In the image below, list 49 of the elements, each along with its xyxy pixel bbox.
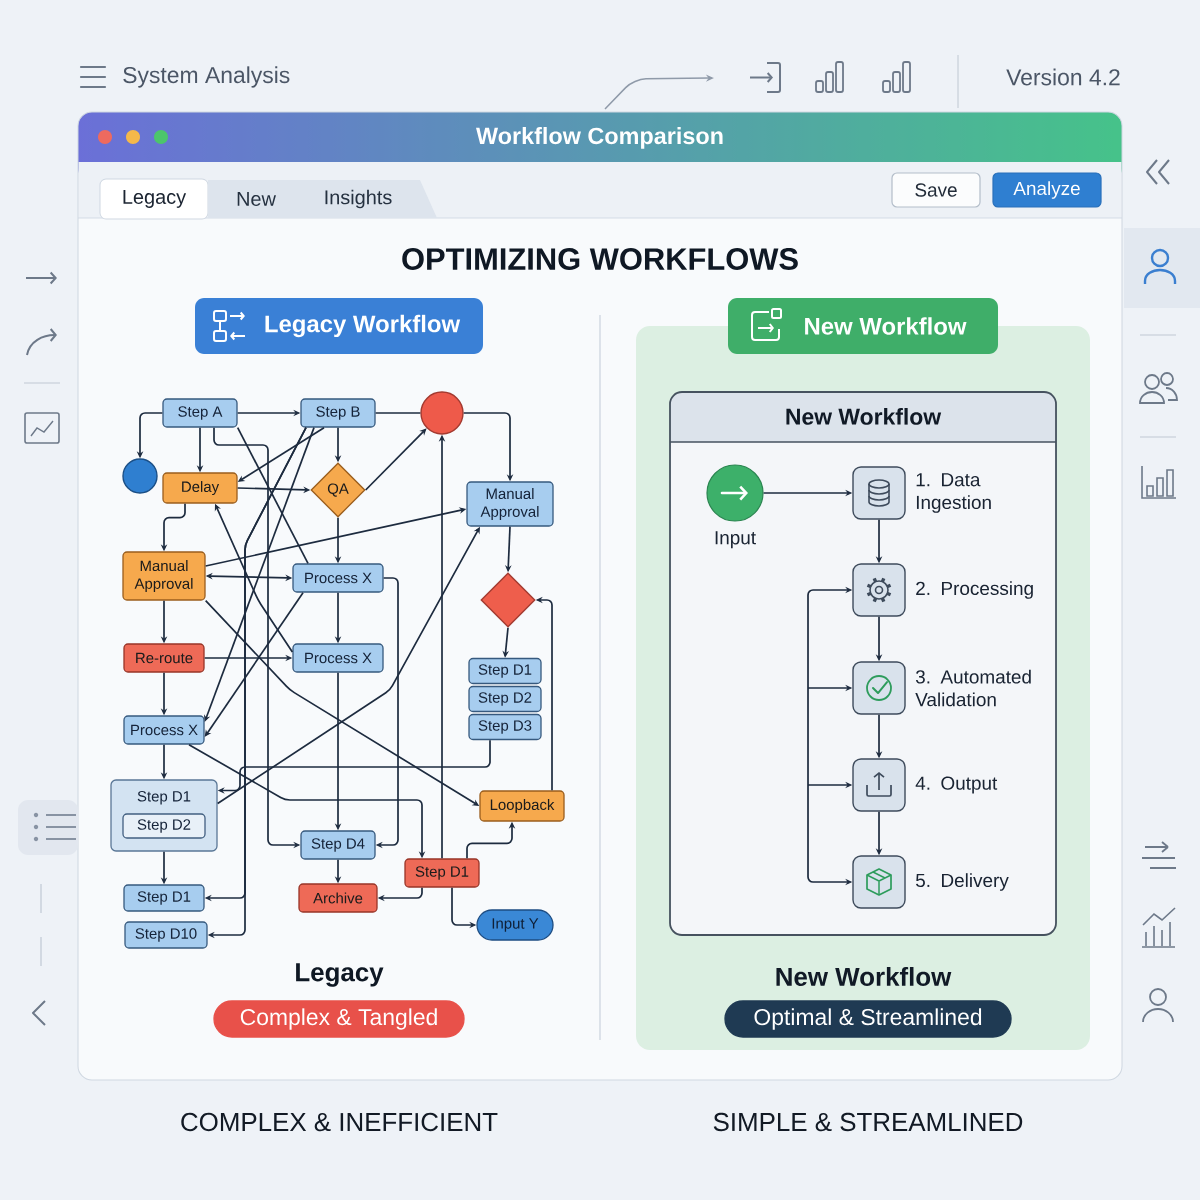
step-label: 3. Automated Validation [915, 669, 1031, 707]
arrow [364, 428, 427, 491]
process-box: Process X [123, 715, 205, 745]
status-badge: Complex & Tangled [213, 1000, 465, 1038]
process-box: Step D2 [122, 813, 206, 839]
tab: Insights [304, 180, 437, 218]
process-box: Step D2 [468, 685, 542, 713]
process-box: Archive [298, 883, 378, 913]
process-box: Re-route [123, 643, 205, 673]
process-box: Process X [292, 563, 384, 593]
step-label: 1. Data Ingestion [916, 473, 991, 513]
process-box: Manual Approval [122, 551, 206, 601]
save-button: Save [891, 172, 981, 208]
header-badge: New Workflow [728, 298, 998, 354]
decision-diamond [480, 572, 536, 628]
terminal-box: Input Y [476, 909, 554, 941]
process-box: Step D1 [123, 884, 205, 912]
header-badge: Legacy Workflow [195, 298, 483, 354]
node-label: Input [715, 531, 756, 549]
tab: New [208, 180, 304, 218]
node-label: Insights [325, 189, 392, 209]
process-box: Step D3 [468, 713, 542, 741]
step-label: 5. Delivery [915, 873, 1009, 891]
process-box: Delay [162, 472, 238, 504]
process-box: Step D10 [124, 921, 208, 949]
caption: COMPLEX & INEFFICIENT [181, 1112, 498, 1132]
page-title: OPTIMIZING WORKFLOWS [402, 248, 798, 270]
arrow [204, 426, 315, 722]
tab: Legacy [99, 178, 209, 220]
arrow [204, 591, 304, 737]
caption: SIMPLE & STREAMLINED [713, 1112, 1023, 1132]
process-box: Process X [292, 643, 384, 673]
section-heading: Legacy [296, 963, 384, 987]
status-badge: Optimal & Streamlined [724, 1000, 1012, 1038]
process-box: Manual Approval [466, 481, 554, 527]
process-box: Step A [162, 398, 238, 428]
process-box: Step D1 [404, 858, 480, 888]
node-label: New [237, 192, 276, 206]
step-label: 2. Processing [916, 581, 1033, 599]
analyze-button: Analyze [992, 172, 1102, 208]
circle-node [420, 391, 464, 435]
circle-node [122, 458, 158, 494]
version-label: Version 4.2 [1006, 68, 1120, 86]
process-box: Step D4 [300, 830, 376, 860]
process-box: Step B [300, 398, 376, 428]
step-label: 4. Output [915, 776, 998, 794]
process-box: Loopback [479, 790, 565, 822]
app-title: System Analysis [123, 66, 290, 88]
process-box: Step D1 [468, 657, 542, 685]
